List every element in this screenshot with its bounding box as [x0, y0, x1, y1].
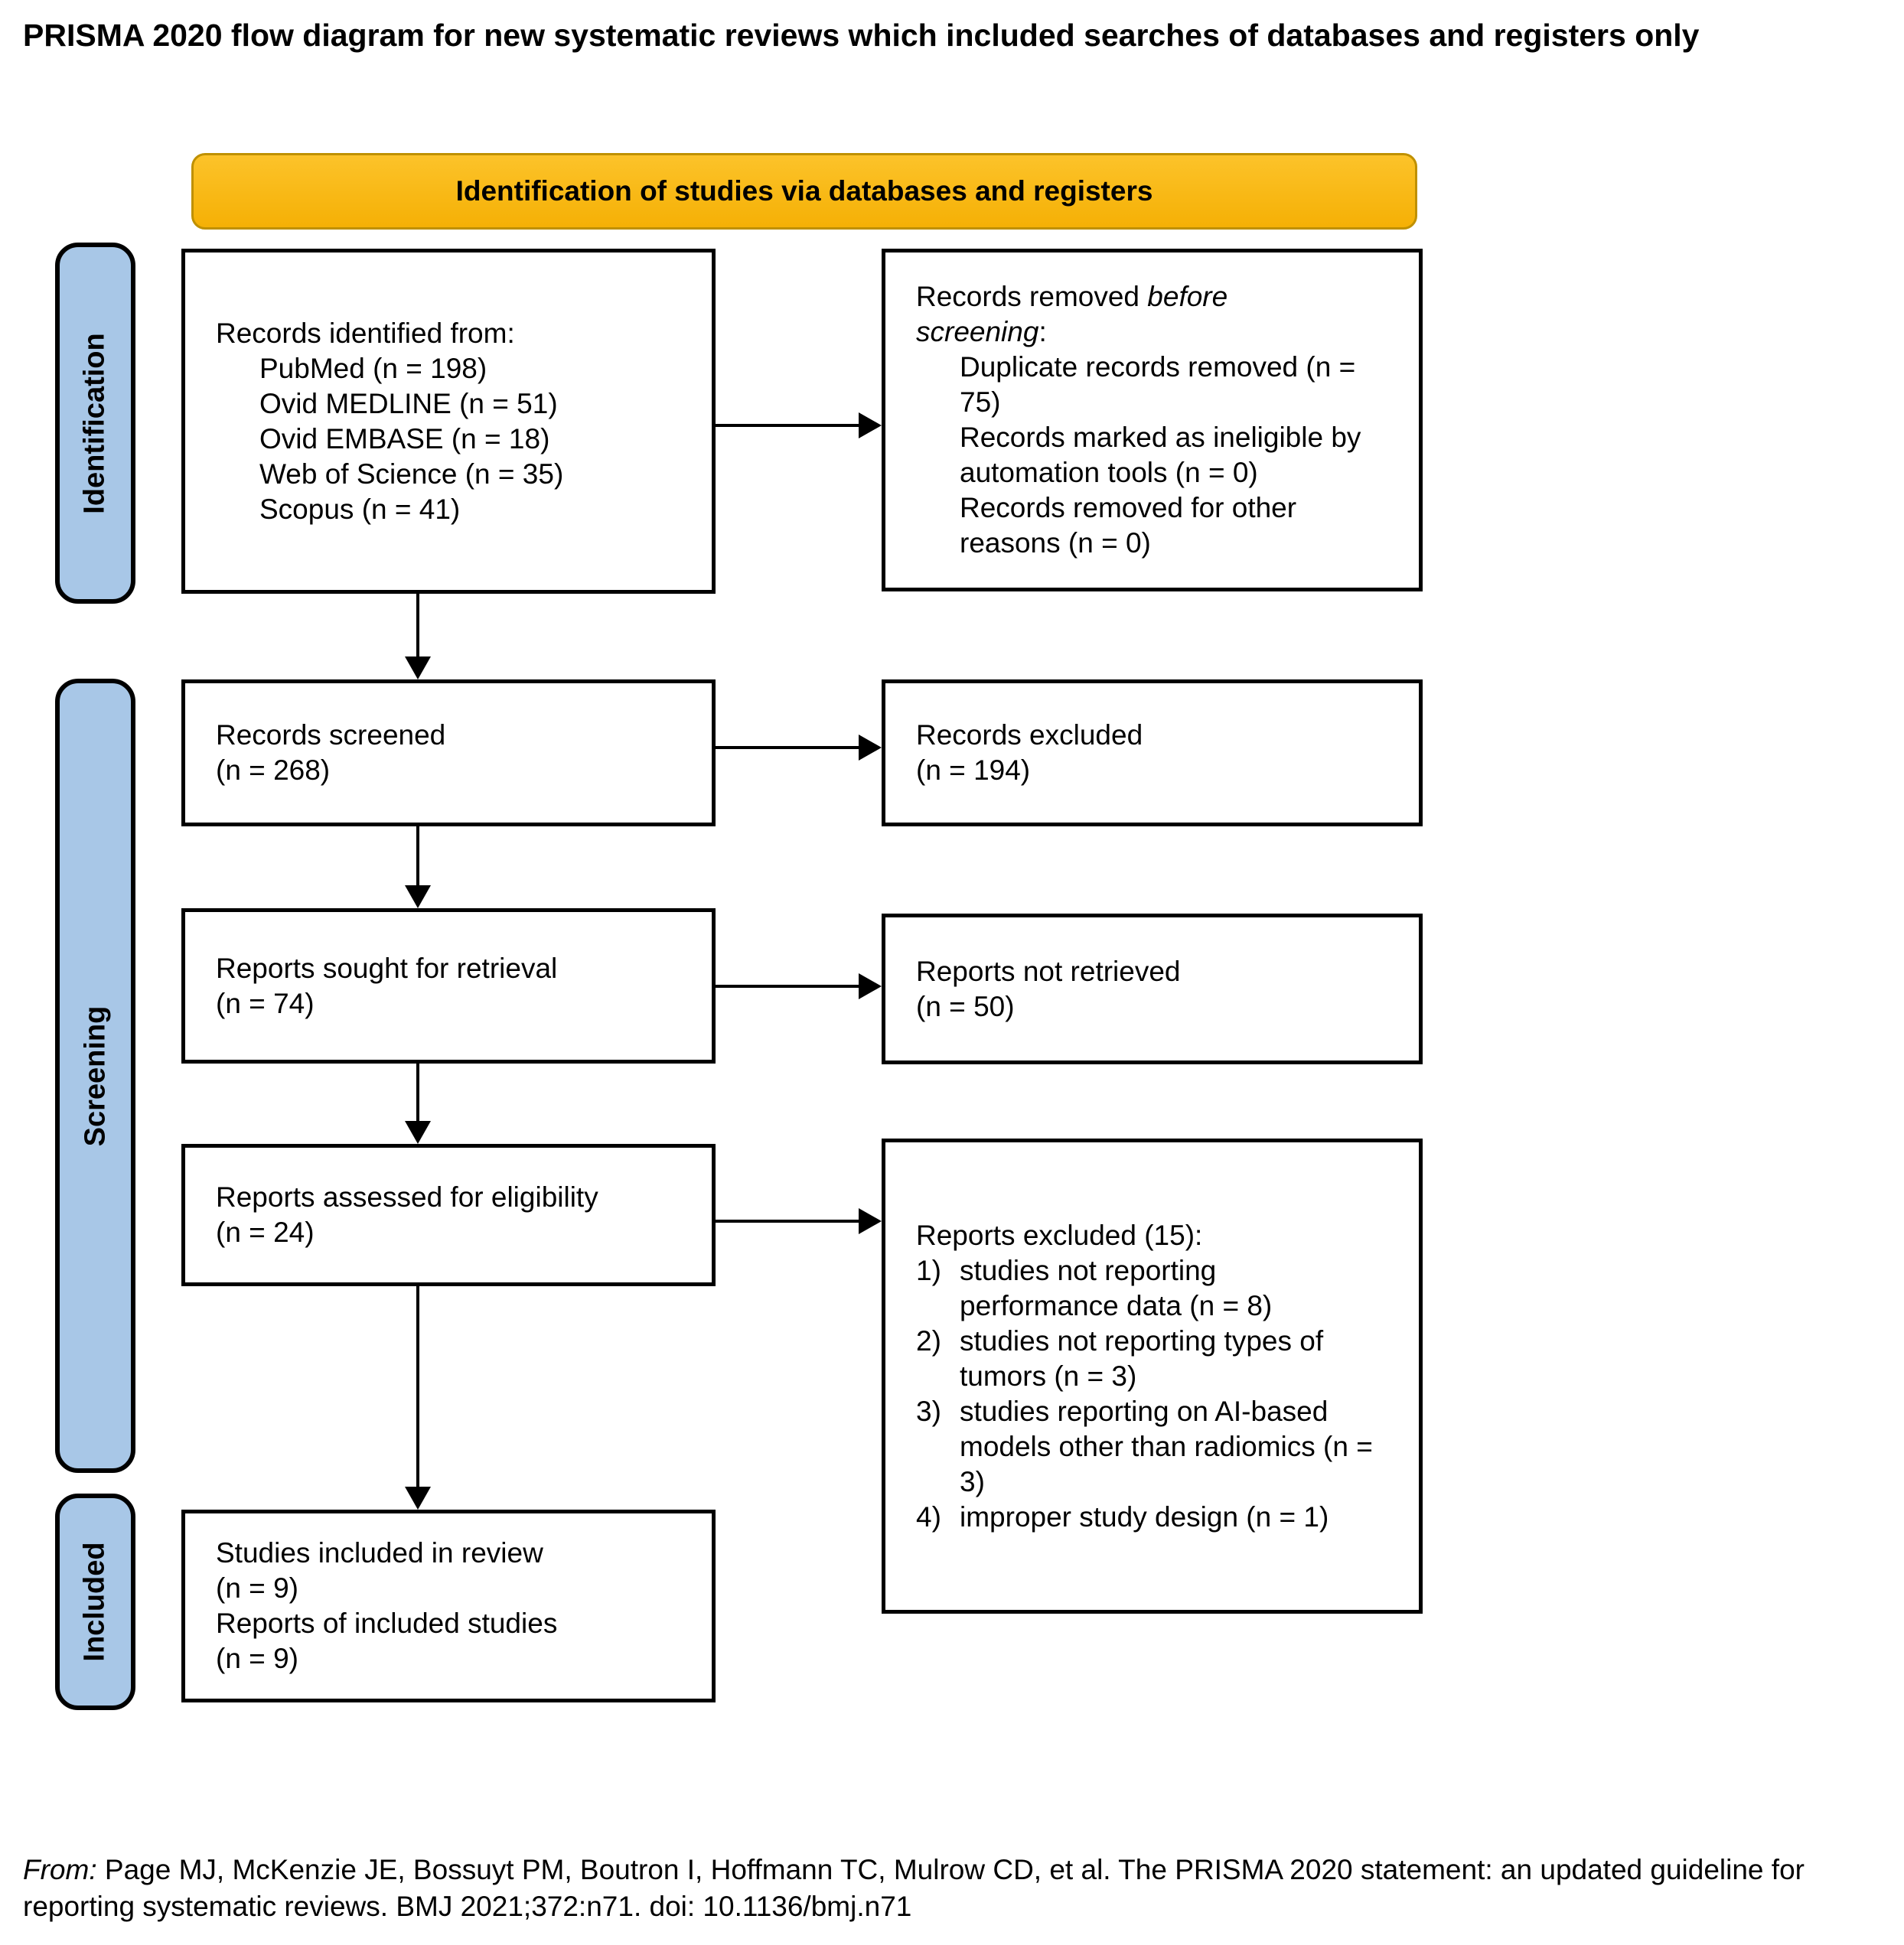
records-identified-item: Ovid EMBASE (n = 18): [259, 422, 550, 454]
records-removed-intro-suffix: :: [1038, 316, 1047, 347]
citation-footer: From: Page MJ, McKenzie JE, Bossuyt PM, …: [23, 1852, 1875, 1925]
records-screened-line: Records screened: [216, 719, 446, 751]
arrowhead-down-icon: [405, 656, 431, 679]
reason-text: studies not reporting performance data (…: [960, 1254, 1273, 1321]
records-identified-intro: Records identified from:: [216, 317, 515, 349]
reason-number: 3): [916, 1395, 941, 1427]
citation-from-label: From:: [23, 1854, 97, 1885]
records-removed-item: Records removed for other reasons (n = 0…: [960, 492, 1297, 559]
records-removed-item: Records marked as ineligible by automati…: [960, 422, 1361, 488]
arrowhead-down-icon: [405, 1121, 431, 1144]
arrowhead-right-icon: [859, 735, 882, 761]
arrow-line-assessed-to-excludedreasons: [716, 1220, 859, 1223]
studies-included-count: (n = 9): [216, 1572, 298, 1604]
box-records-excluded: Records excluded (n = 194): [882, 679, 1423, 826]
reason-text: studies reporting on AI-based models oth…: [960, 1395, 1373, 1497]
reports-sought-line: Reports sought for retrieval: [216, 952, 558, 984]
stage-identification: Identification: [55, 243, 135, 604]
reports-not-retrieved-count: (n = 50): [916, 990, 1015, 1022]
records-identified-item: Web of Science (n = 35): [259, 458, 564, 490]
box-records-screened: Records screened (n = 268): [181, 679, 716, 826]
box-studies-included: Studies included in review (n = 9) Repor…: [181, 1510, 716, 1702]
arrow-line-sought-to-notretrieved: [716, 985, 859, 988]
reports-excluded-intro: Reports excluded (15):: [916, 1219, 1203, 1251]
arrow-line-screened-to-excluded: [716, 746, 859, 749]
reports-excluded-reason: 1) studies not reporting performance dat…: [916, 1253, 1384, 1324]
reports-assessed-line: Reports assessed for eligibility: [216, 1181, 598, 1213]
reports-excluded-reason: 4) improper study design (n = 1): [916, 1500, 1384, 1535]
records-removed-intro: Records removed before screening:: [916, 279, 1360, 350]
reason-text: improper study design (n = 1): [960, 1500, 1329, 1533]
arrowhead-right-icon: [859, 973, 882, 999]
arrowhead-down-icon: [405, 1487, 431, 1510]
box-reports-excluded-reasons: Reports excluded (15): 1) studies not re…: [882, 1139, 1423, 1614]
arrowhead-down-icon: [405, 885, 431, 908]
reports-excluded-reason: 2) studies not reporting types of tumors…: [916, 1324, 1384, 1394]
arrow-line-screened-to-sought: [416, 826, 419, 885]
citation-text: Page MJ, McKenzie JE, Bossuyt PM, Boutro…: [23, 1854, 1805, 1922]
banner-label: Identification of studies via databases …: [455, 175, 1153, 207]
arrow-line-identified-to-screened: [416, 594, 419, 656]
reports-excluded-reason: 3) studies reporting on AI-based models …: [916, 1394, 1384, 1500]
stage-included-label: Included: [79, 1542, 112, 1662]
records-identified-item: Scopus (n = 41): [259, 493, 461, 525]
box-reports-assessed: Reports assessed for eligibility (n = 24…: [181, 1144, 716, 1286]
box-records-removed: Records removed before screening: Duplic…: [882, 249, 1423, 591]
reports-assessed-count: (n = 24): [216, 1217, 315, 1248]
stage-screening: Screening: [55, 679, 135, 1473]
arrow-line-assessed-to-included: [416, 1286, 419, 1487]
arrowhead-right-icon: [859, 412, 882, 438]
banner-identification-of-studies: Identification of studies via databases …: [191, 153, 1417, 230]
studies-included-line: Studies included in review: [216, 1537, 543, 1569]
reason-number: 4): [916, 1500, 941, 1533]
reason-number: 1): [916, 1254, 941, 1286]
records-removed-item: Duplicate records removed (n = 75): [960, 351, 1356, 418]
stage-included: Included: [55, 1494, 135, 1710]
reason-text: studies not reporting types of tumors (n…: [960, 1324, 1324, 1392]
box-reports-not-retrieved: Reports not retrieved (n = 50): [882, 914, 1423, 1064]
records-excluded-count: (n = 194): [916, 754, 1031, 786]
box-records-identified: Records identified from: PubMed (n = 198…: [181, 249, 716, 594]
stage-identification-label: Identification: [79, 332, 112, 514]
arrow-line-identified-to-removed: [716, 424, 859, 427]
arrow-line-sought-to-assessed: [416, 1064, 419, 1121]
records-identified-item: Ovid MEDLINE (n = 51): [259, 387, 558, 419]
arrowhead-right-icon: [859, 1208, 882, 1234]
records-removed-intro-prefix: Records removed: [916, 281, 1148, 312]
page-title: PRISMA 2020 flow diagram for new systema…: [23, 18, 1700, 53]
records-removed-intro-italic: before screening: [916, 281, 1228, 347]
records-excluded-line: Records excluded: [916, 719, 1143, 751]
reports-included-line: Reports of included studies: [216, 1608, 558, 1639]
reports-not-retrieved-line: Reports not retrieved: [916, 955, 1181, 987]
records-screened-count: (n = 268): [216, 754, 331, 786]
box-reports-sought: Reports sought for retrieval (n = 74): [181, 908, 716, 1064]
records-identified-item: PubMed (n = 198): [259, 352, 487, 384]
reason-number: 2): [916, 1324, 941, 1357]
reports-included-count: (n = 9): [216, 1643, 298, 1674]
stage-screening-label: Screening: [79, 1005, 112, 1146]
reports-sought-count: (n = 74): [216, 987, 315, 1019]
